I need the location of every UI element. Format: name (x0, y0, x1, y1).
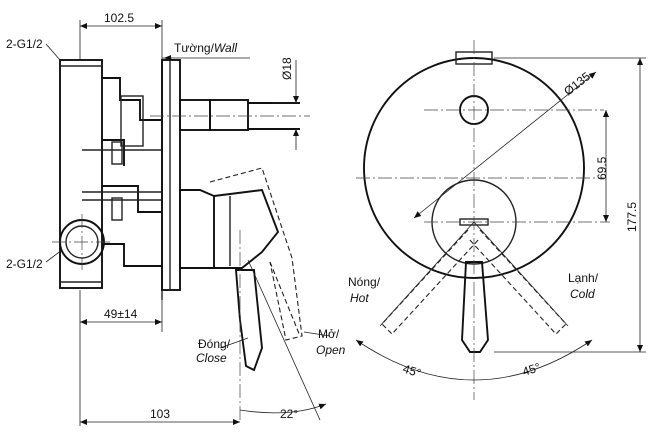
front-view: Ø135 69.5 177.5 Nóng/ Hot Lạnh/ Cold 45°… (348, 40, 646, 400)
wall-label-vi: Tường/ (174, 41, 215, 55)
cold-label-vi: Lạnh/ (568, 271, 599, 285)
angle-left-label: 45° (401, 362, 423, 381)
total-height-label: 177.5 (625, 202, 639, 232)
thread-label-top: 2-G1/2 (6, 37, 43, 51)
wall-label-en: Wall (214, 41, 237, 55)
hot-label-vi: Nóng/ (348, 275, 381, 289)
handle-lever-open (209, 167, 303, 341)
cover-plate-side (161, 59, 181, 291)
angle-arc-22 (239, 403, 327, 414)
front-handle-lever (461, 261, 489, 353)
side-view: 2-G1/2 2-G1/2 102.5 Tường/Wall Ø18 49±14… (6, 11, 346, 426)
cold-label-en: Cold (570, 287, 595, 301)
wall-label: Tường/Wall (174, 41, 237, 55)
hot-label-en: Hot (350, 291, 369, 305)
handle-angle-label: 22° (280, 407, 298, 421)
handle-hub (179, 189, 215, 269)
close-label-vi: Đóng/ (198, 337, 231, 351)
angle-right-label: 45° (521, 360, 543, 379)
thread-label-bottom: 2-G1/2 (6, 257, 43, 271)
close-label-en: Close (196, 351, 227, 365)
width-dimension-label: 102.5 (104, 11, 134, 25)
open-label-en: Open (316, 343, 346, 357)
base-length-label: 103 (150, 407, 170, 421)
valve-body (59, 59, 103, 289)
plate-diameter-label: Ø135 (561, 69, 593, 98)
outlet-offset-label: 69.5 (595, 156, 609, 180)
plate-diameter-leader (413, 71, 597, 219)
rotation-arc (355, 339, 593, 381)
depth-dimension-label: 49±14 (104, 307, 138, 321)
pipe-diameter-label: Ø18 (280, 57, 294, 80)
open-label-vi: Mở/ (318, 327, 340, 341)
